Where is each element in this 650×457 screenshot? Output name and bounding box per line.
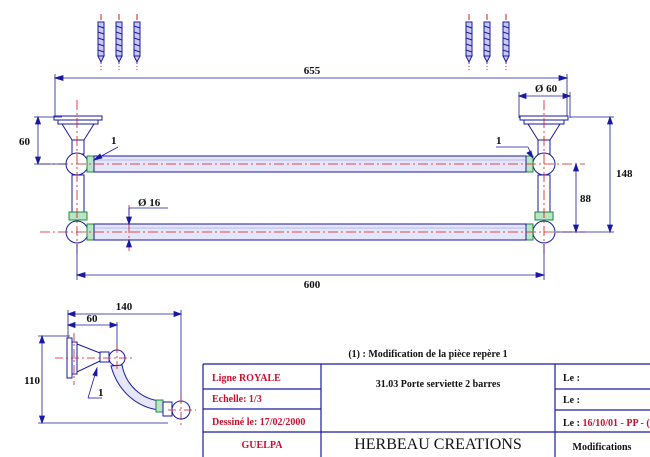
dim-bracket-diameter bbox=[517, 92, 572, 118]
screws-left bbox=[97, 14, 141, 70]
tb-le3-value: 16/10/01 - PP - (1) bbox=[582, 418, 650, 429]
tb-le3: Le : 16/10/01 - PP - (1) bbox=[563, 418, 650, 429]
tb-le2: Le : bbox=[563, 395, 580, 406]
callout-right-leader bbox=[496, 146, 534, 160]
dim-bar-diameter bbox=[125, 207, 168, 248]
dim-overall-width bbox=[53, 74, 569, 118]
center-lines bbox=[40, 100, 585, 255]
tb-modifications: Modifications bbox=[573, 442, 632, 453]
dim-total-height bbox=[556, 115, 614, 234]
tb-le3-prefix: Le : bbox=[563, 418, 582, 429]
dim-side-inner bbox=[66, 321, 119, 350]
front-view: 655 Ø 60 bbox=[19, 65, 633, 291]
screws-right bbox=[465, 14, 510, 70]
tb-line: Ligne ROYALE bbox=[212, 373, 281, 384]
callout-right-marker: 1 bbox=[496, 135, 502, 147]
side-bracket bbox=[66, 337, 191, 420]
dim-side-height bbox=[38, 334, 168, 425]
dim-bar-length-label: 600 bbox=[304, 279, 321, 291]
tb-scale: Echelle: 1/3 bbox=[212, 394, 262, 405]
callout-left-marker: 1 bbox=[111, 135, 117, 147]
left-bracket bbox=[53, 115, 103, 244]
dim-bracket-diameter-label: Ø 60 bbox=[535, 83, 558, 95]
title-block: (1) : Modification de la pièce repère 1 … bbox=[202, 349, 650, 457]
dim-bracket-height bbox=[34, 115, 66, 166]
tb-company: HERBEAU CREATIONS bbox=[354, 436, 522, 453]
dim-total-height-label: 148 bbox=[616, 168, 633, 180]
dim-side-inner-label: 60 bbox=[87, 313, 99, 325]
side-center-lines bbox=[55, 333, 196, 425]
modification-note: (1) : Modification de la pièce repère 1 bbox=[348, 349, 507, 360]
tb-drafter: GUELPA bbox=[242, 440, 284, 451]
tb-part: 31.03 Porte serviette 2 barres bbox=[376, 379, 501, 390]
tb-le1: Le : bbox=[563, 373, 580, 384]
dim-overall-width-label: 655 bbox=[304, 65, 321, 77]
dim-bracket-height-label: 60 bbox=[19, 136, 31, 148]
tb-drawn: Dessiné le: 17/02/2000 bbox=[212, 417, 305, 428]
dim-side-height-label: 110 bbox=[24, 375, 40, 387]
dim-side-depth-label: 140 bbox=[116, 301, 133, 313]
dim-bar-spacing bbox=[572, 162, 580, 234]
dim-side-depth bbox=[66, 310, 183, 400]
side-callout-marker: 1 bbox=[98, 387, 104, 399]
dim-bar-length bbox=[75, 244, 546, 280]
dim-bar-spacing-label: 88 bbox=[580, 193, 592, 205]
callout-left-leader bbox=[92, 146, 119, 161]
side-callout-leader bbox=[87, 366, 102, 399]
side-view: 140 60 110 bbox=[24, 301, 196, 425]
dim-bar-diameter-label: Ø 16 bbox=[138, 197, 161, 209]
